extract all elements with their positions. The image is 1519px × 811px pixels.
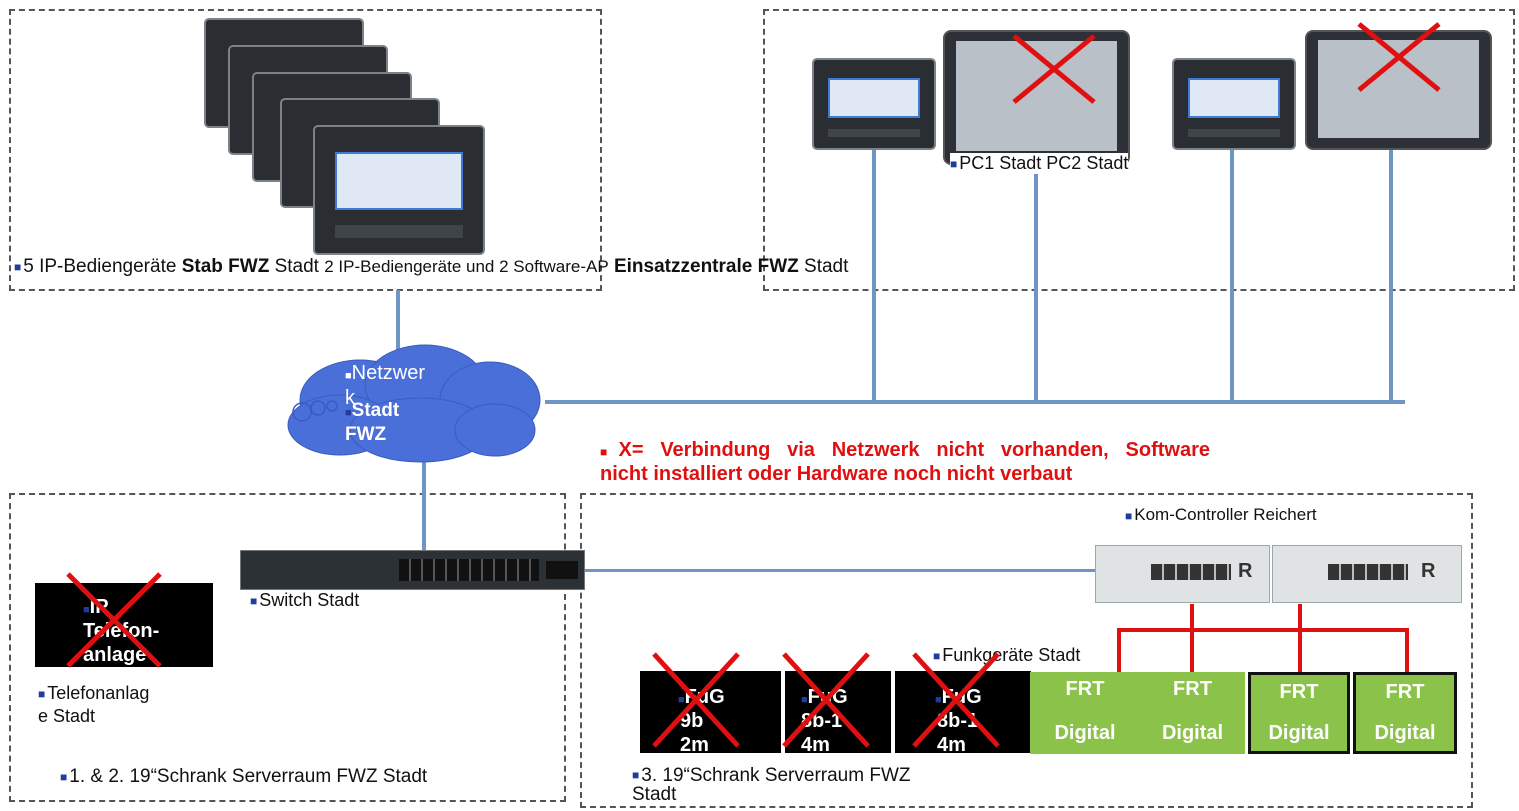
red-line-h	[1117, 628, 1409, 632]
red-line-3	[1298, 604, 1302, 673]
line-stab-to-cloud	[396, 290, 400, 360]
funkgeraete-label: ■Funkgeräte Stadt	[933, 645, 1081, 666]
red-line-v-main	[1190, 604, 1194, 630]
serverraum-1-2-label: ■1. & 2. 19“Schrank Serverraum FWZ Stadt	[60, 766, 428, 787]
zone-serverraum-1-2	[9, 493, 566, 802]
switch-label: ■Switch Stadt	[250, 590, 360, 610]
kom-controller-2: R	[1272, 545, 1462, 603]
line-drop-2	[1034, 165, 1038, 402]
line-cloud-to-switch	[422, 440, 426, 550]
ip-telefonanlage-box: ■IP Telefon- anlage	[35, 583, 213, 667]
line-drop-4	[1389, 150, 1393, 402]
legend-text: ■X= Verbindung via Netzwerk nicht vorhan…	[600, 439, 1210, 485]
cross-fug-1-icon	[652, 652, 740, 748]
cross-pc2-icon	[1357, 22, 1441, 92]
cross-fug-3-icon	[912, 652, 1000, 748]
cross-telefonanlage-icon	[66, 572, 162, 668]
pc-label: ■PC1 Stadt PC2 Stadt	[950, 153, 1129, 174]
line-drop-1	[872, 150, 876, 402]
red-line-1	[1117, 628, 1121, 673]
cross-fug-2-icon	[782, 652, 870, 748]
stab-einsatz-caption: ■5 IP-Bediengeräte Stab FWZ Stadt 2 IP-B…	[14, 256, 849, 277]
cloud-label: ■Netzwer k ■Stadt FWZ	[345, 362, 426, 445]
network-cloud-icon	[287, 344, 541, 463]
pc2-software-ap	[1305, 30, 1492, 150]
zone-stab-fwz	[9, 9, 602, 291]
cross-pc1-icon	[1012, 34, 1096, 104]
line-cloud-to-bus	[545, 400, 1405, 404]
ip-panel-5	[313, 125, 485, 255]
zone-serverraum-3	[580, 493, 1473, 808]
telefonanlage-label: ■Telefonanlag e Stadt	[38, 683, 150, 727]
red-line-2	[1190, 628, 1194, 673]
zone-einsatzzentrale	[763, 9, 1515, 291]
red-line-4	[1405, 628, 1409, 673]
line-switch-to-kom	[585, 569, 1095, 572]
ip-panel-einsatz-2	[1172, 58, 1296, 150]
kom-controller-1: R	[1095, 545, 1270, 603]
serverraum-3-label: ■3. 19“Schrank Serverraum FWZ Stadt	[632, 765, 911, 806]
network-switch	[240, 550, 585, 590]
kom-controller-label: ■Kom-Controller Reichert	[1125, 505, 1317, 524]
ip-panel-einsatz-1	[812, 58, 936, 150]
line-drop-3	[1230, 150, 1234, 402]
